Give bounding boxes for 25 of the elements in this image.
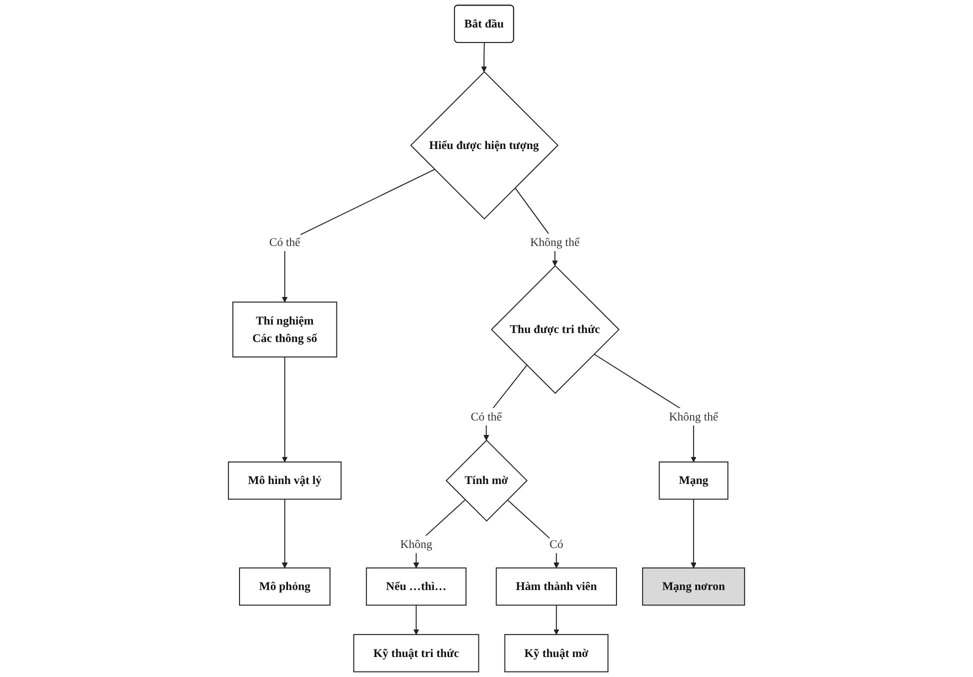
arrow [481,42,487,72]
arrow [282,356,288,462]
node-box: Thí nghiệm Các thông số [232,302,338,358]
arrow [413,604,420,635]
node-box: Mô hình vật lý [228,461,342,500]
node-box: Kỹ thuật tri thức [353,634,480,672]
edge-label: Không [400,538,432,551]
node-box: Mạng nơron [642,567,746,606]
arrow [690,498,696,568]
edge-label: Có thể [470,410,502,423]
node-box: Mạng [658,461,728,500]
arrow [506,499,560,568]
arrow [282,498,288,568]
edge-label: Có [550,538,564,551]
node-diamond: Hiểu được hiện tượng [410,71,559,220]
node-box: Nếu …thì… [366,567,466,606]
arrow [554,604,560,635]
node-diamond: Thu được tri thức [490,265,620,394]
edge-label: Không thể [530,235,580,249]
node-box: Mô phỏng [239,567,330,606]
edge-label: Có thể [269,235,300,249]
edge-label: Không thể [668,410,718,423]
node-box: Kỹ thuật mờ [504,634,608,672]
node-diamond: Tính mờ [446,440,528,522]
node-box: Hàm thành viên [496,567,617,606]
